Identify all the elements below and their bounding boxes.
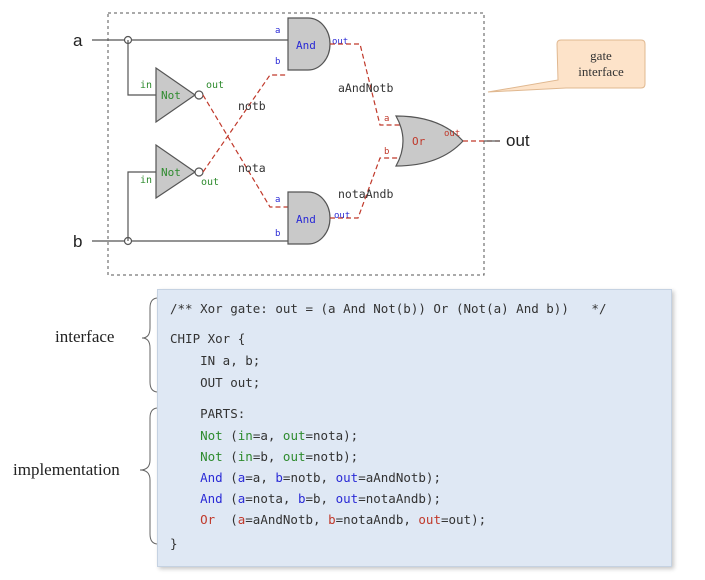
or-name: Or — [412, 135, 426, 148]
and-top-pin-b: b — [275, 57, 280, 67]
xor-gate-diagram: a b Not in out Not in out notb nota And … — [73, 12, 646, 276]
and-bottom-pin-out: out — [334, 211, 350, 221]
and-bottom-pin-b: b — [275, 229, 280, 239]
code-pin-name: out — [282, 449, 306, 464]
code-pin-name: a — [237, 470, 246, 485]
not-bottom-out: out — [201, 177, 219, 188]
code-comment: /** Xor gate: out = (a And Not(b)) Or (N… — [170, 301, 607, 316]
interface-brace — [141, 297, 159, 393]
wire-notaAndb — [330, 157, 400, 219]
not-top-bubble — [194, 90, 204, 100]
and-gate-top — [287, 17, 331, 71]
or-pin-b: b — [384, 147, 389, 157]
hdl-code-panel: /** Xor gate: out = (a And Not(b)) Or (N… — [157, 289, 672, 567]
wire-a-to-not — [127, 40, 156, 96]
code-pin-name: out — [335, 470, 359, 485]
wire-aAndNotb-label: aAndNotb — [338, 81, 393, 95]
input-b-label: b — [73, 232, 82, 251]
callout-line2: interface — [578, 64, 624, 79]
wire-nota — [202, 94, 288, 208]
code-chip-header: CHIP Xor { — [170, 331, 246, 346]
code-part-line: Not (in=a, out=nota); — [200, 428, 359, 443]
wire-notaAndb-label: notaAndb — [338, 187, 393, 201]
and-bottom-name: And — [296, 213, 316, 226]
code-pin-name: b — [297, 491, 306, 506]
braces — [139, 297, 159, 545]
and-top-name: And — [296, 39, 316, 52]
code-pin-name: a — [237, 512, 246, 527]
wire-b-to-not — [127, 171, 156, 241]
not-top-name: Not — [161, 89, 181, 102]
code-pin-name: in — [237, 428, 253, 443]
not-bottom-bubble — [194, 167, 204, 177]
code-part-line: And (a=a, b=notb, out=aAndNotb); — [200, 470, 441, 485]
code-pin-name: out — [335, 491, 359, 506]
code-pin-name: out — [282, 428, 306, 443]
code-parts: PARTS: — [170, 406, 246, 421]
or-gate — [394, 115, 464, 167]
not-top-in: in — [140, 80, 152, 91]
not-bottom-in: in — [140, 175, 152, 186]
chip-boundary — [107, 12, 485, 276]
not-bottom-name: Not — [161, 166, 181, 179]
code-pin-name: b — [275, 470, 283, 485]
wire-aAndNotb — [330, 43, 400, 126]
code-pin-name: a — [237, 491, 246, 506]
code-part-line: And (a=nota, b=b, out=notaAndb); — [200, 491, 441, 506]
wire-notb — [202, 74, 288, 173]
wire-nota-label: nota — [238, 161, 266, 175]
code-pin-name: out — [418, 512, 441, 527]
code-part-line: Or (a=aAndNotb, b=notaAndb, out=out); — [200, 512, 487, 527]
and-gate-bottom — [287, 191, 331, 245]
code-pin-name: in — [237, 449, 253, 464]
interface-label: interface — [55, 327, 115, 346]
and-bottom-pin-a: a — [275, 195, 280, 205]
code-gate-name: Not — [200, 449, 223, 464]
implementation-label: implementation — [13, 460, 120, 479]
code-out-line: OUT out; — [170, 375, 261, 390]
code-in-line: IN a, b; — [170, 353, 261, 368]
code-gate-name: And — [200, 470, 223, 485]
and-top-pin-out: out — [332, 37, 348, 47]
code-gate-name: Or — [200, 512, 216, 527]
callout-line1: gate — [590, 48, 612, 63]
code-gate-name: And — [200, 491, 223, 506]
implementation-brace — [139, 407, 159, 545]
gate-interface-callout — [487, 39, 646, 93]
not-gate-top — [155, 66, 197, 124]
wire-notb-label: notb — [238, 99, 266, 113]
output-label: out — [506, 131, 530, 150]
code-part-line: Not (in=b, out=notb); — [200, 449, 359, 464]
and-top-pin-a: a — [275, 26, 280, 36]
or-pin-a: a — [384, 114, 389, 124]
or-pin-out: out — [444, 129, 460, 139]
not-gate-bottom — [155, 143, 197, 200]
code-gate-name: Not — [200, 428, 223, 443]
input-a-label: a — [73, 31, 83, 50]
code-closing: } — [170, 536, 178, 551]
code-pin-name: b — [328, 512, 336, 527]
not-top-out: out — [206, 80, 224, 91]
